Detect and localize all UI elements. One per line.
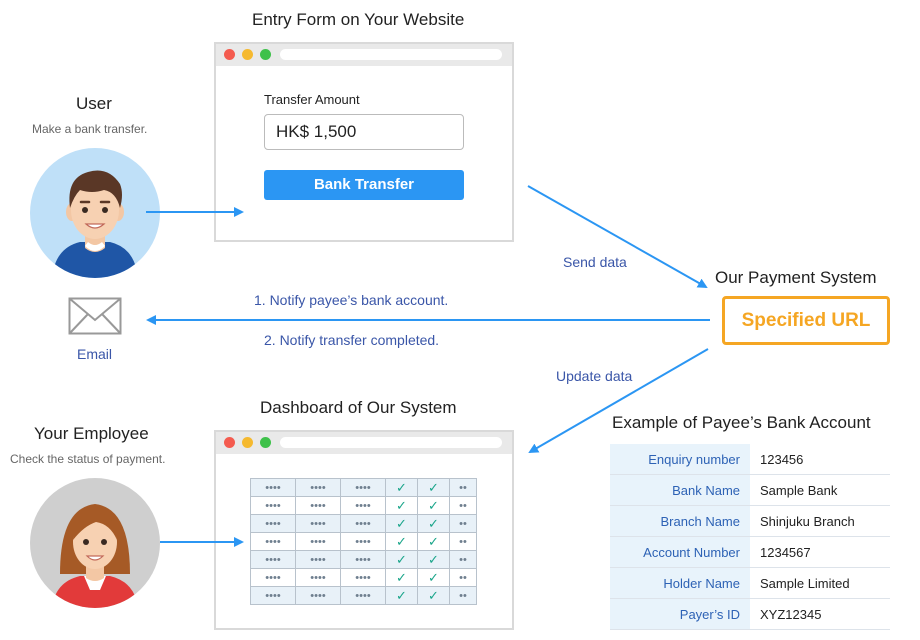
- bank-field-key: Bank Name: [610, 474, 750, 506]
- bank-field-value: Sample Limited: [750, 567, 890, 599]
- close-dot-icon: [224, 437, 235, 448]
- email-label: Email: [77, 346, 113, 362]
- masked-cell: ••: [449, 478, 477, 497]
- send-data-arrow: [527, 185, 708, 288]
- status-table: ••••••••••••✓✓••••••••••••••✓✓••••••••••…: [250, 478, 477, 605]
- bank-field-value: 1234567: [750, 536, 890, 568]
- dashboard-window: ••••••••••••✓✓••••••••••••••✓✓••••••••••…: [214, 430, 514, 630]
- masked-cell: ••••: [295, 586, 341, 605]
- table-row: ••••••••••••✓✓••: [250, 586, 477, 605]
- dashboard-title: Dashboard of Our System: [260, 398, 457, 417]
- entry-form-title: Entry Form on Your Website: [252, 10, 465, 29]
- bank-field-value: 123456: [750, 444, 890, 475]
- bank-field-value: XYZ12345: [750, 598, 890, 630]
- table-row: ••••••••••••✓✓••: [250, 478, 477, 497]
- update-data-arrow: [528, 348, 709, 454]
- masked-cell: ••••: [250, 514, 296, 533]
- bank-account-title: Example of Payee’s Bank Account: [612, 413, 871, 432]
- masked-cell: ••••: [250, 586, 296, 605]
- close-dot-icon: [224, 49, 235, 60]
- transfer-amount-input[interactable]: HK$ 1,500: [264, 114, 464, 150]
- payment-system-title: Our Payment System: [715, 268, 877, 287]
- bank-field-value: Sample Bank: [750, 474, 890, 506]
- employee-subtitle: Check the status of payment.: [10, 452, 166, 466]
- masked-cell: ••••: [250, 478, 296, 497]
- maximize-dot-icon: [260, 49, 271, 60]
- employee-avatar-icon: [30, 478, 160, 608]
- specified-url-box: Specified URL: [722, 296, 890, 345]
- masked-cell: ••••: [250, 568, 296, 587]
- bank-field-key: Enquiry number: [610, 444, 750, 475]
- bank-field-key: Branch Name: [610, 505, 750, 537]
- check-icon: ✓: [417, 514, 450, 533]
- check-icon: ✓: [417, 478, 450, 497]
- minimize-dot-icon: [242, 49, 253, 60]
- check-icon: ✓: [417, 586, 450, 605]
- url-bar: [280, 437, 502, 448]
- minimize-dot-icon: [242, 437, 253, 448]
- bank-field-key: Payer’s ID: [610, 598, 750, 630]
- update-data-label: Update data: [556, 368, 633, 384]
- email-envelope-icon: [68, 297, 122, 335]
- bank-field-key: Holder Name: [610, 567, 750, 599]
- bank-field-key: Account Number: [610, 536, 750, 568]
- maximize-dot-icon: [260, 437, 271, 448]
- masked-cell: ••••: [340, 514, 386, 533]
- user-avatar-icon: [30, 148, 160, 278]
- masked-cell: ••••: [295, 550, 341, 569]
- browser-bar: [216, 432, 512, 454]
- bank-field-value: Shinjuku Branch: [750, 505, 890, 537]
- employee-title: Your Employee: [34, 424, 149, 443]
- table-row: ••••••••••••✓✓••: [250, 568, 477, 587]
- check-icon: ✓: [417, 550, 450, 569]
- bank-transfer-button[interactable]: Bank Transfer: [264, 170, 464, 200]
- entry-form-window: Transfer Amount HK$ 1,500 Bank Transfer: [214, 42, 514, 242]
- notify-bank-account-label: 1. Notify payee’s bank account.: [254, 292, 449, 308]
- masked-cell: ••••: [340, 586, 386, 605]
- notify-completed-label: 2. Notify transfer completed.: [264, 332, 440, 348]
- check-icon: ✓: [385, 550, 418, 569]
- url-bar: [280, 49, 502, 60]
- browser-bar: [216, 44, 512, 66]
- check-icon: ✓: [385, 478, 418, 497]
- user-subtitle: Make a bank transfer.: [32, 122, 148, 136]
- masked-cell: ••: [449, 586, 477, 605]
- send-data-label: Send data: [563, 254, 627, 270]
- masked-cell: ••: [449, 568, 477, 587]
- user-title: User: [76, 94, 112, 113]
- transfer-amount-label: Transfer Amount: [264, 92, 360, 107]
